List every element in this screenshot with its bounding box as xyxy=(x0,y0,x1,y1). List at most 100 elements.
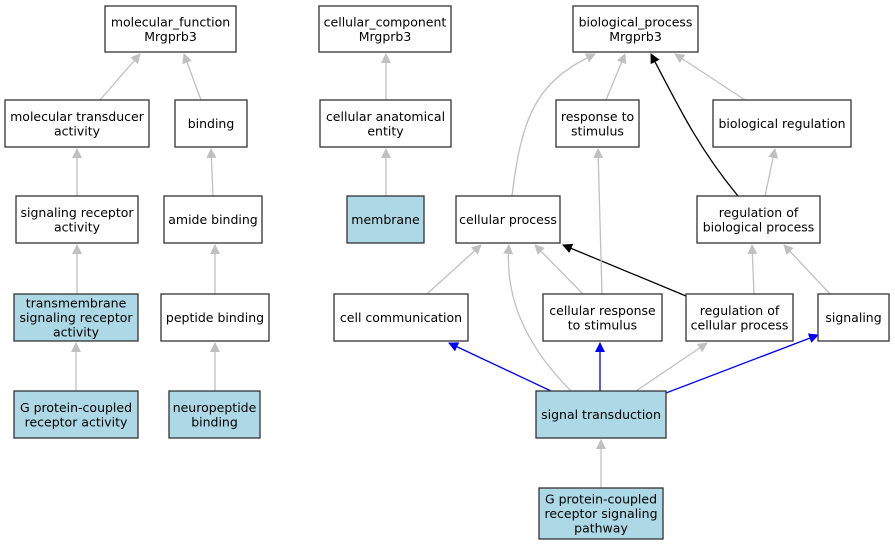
node-label-line: Mrgprb3 xyxy=(359,29,412,44)
node-box xyxy=(160,293,270,342)
node-box xyxy=(318,5,452,53)
node-box xyxy=(13,293,139,342)
edge-is-a-st-to-cp xyxy=(503,244,572,392)
node-label-line: receptor signaling xyxy=(544,506,657,521)
edge-regulates-rcp-to-cp xyxy=(562,243,687,297)
edge-arrow-icon xyxy=(562,243,687,297)
node-box xyxy=(542,293,663,342)
node-label-line: cellular process xyxy=(459,212,557,227)
node-label-line: binding xyxy=(188,116,235,131)
node-label-line: regulation of xyxy=(700,303,780,318)
edge-arrow-icon xyxy=(764,148,779,197)
edge-is-a-crts-to-rts xyxy=(593,148,604,295)
edge-is-a-st-to-rcp xyxy=(635,342,708,392)
node-box xyxy=(572,5,699,53)
node-label-line: G protein-coupled xyxy=(20,400,132,415)
edge-is-a-ccomm-to-cp xyxy=(426,244,482,295)
edge-arrow-icon xyxy=(511,53,596,197)
node-label-line: membrane xyxy=(351,212,420,227)
edge-regulates-rbp-to-bp xyxy=(650,53,739,197)
node-box xyxy=(817,293,890,342)
edge-is-a-cp-to-bp xyxy=(511,53,596,197)
node-label-line: Mrgprb3 xyxy=(144,29,197,44)
edge-arrow-icon xyxy=(593,148,604,295)
node-box xyxy=(4,99,150,148)
go-term-node-cp[interactable]: cellular process xyxy=(455,195,561,244)
node-label-line: molecular transducer xyxy=(10,109,145,124)
node-box xyxy=(163,195,263,244)
node-box xyxy=(346,195,425,244)
node-label-line: biological regulation xyxy=(718,116,845,131)
edge-is-a-crts-to-cp xyxy=(534,244,584,295)
node-label-line: biological_process xyxy=(579,14,693,29)
node-box xyxy=(685,293,794,342)
node-label-line: G protein-coupled xyxy=(545,492,657,507)
edge-is-a-rcp-to-rbp xyxy=(747,244,758,295)
go-term-node-st[interactable]: signal transduction xyxy=(535,390,667,439)
node-label-line: to stimulus xyxy=(568,317,637,332)
node-label-line: signaling xyxy=(825,310,881,325)
edge-part-of-st-to-signaling xyxy=(665,333,819,394)
node-box xyxy=(13,390,139,439)
edge-arrow-icon xyxy=(650,53,739,197)
edge-is-a-signaling-to-rbp xyxy=(783,244,831,295)
go-term-node-peptide[interactable]: peptide binding xyxy=(160,293,270,342)
go-term-node-breg[interactable]: biological regulation xyxy=(712,99,852,148)
node-box xyxy=(455,195,561,244)
node-label-line: cellular anatomical xyxy=(326,109,445,124)
edge-arrow-icon xyxy=(635,342,708,392)
edge-is-a-amide-to-binding xyxy=(206,148,217,197)
node-label-line: signaling receptor xyxy=(19,310,133,325)
edge-arrow-icon xyxy=(448,342,552,392)
edge-arrow-icon xyxy=(665,333,819,394)
node-box xyxy=(712,99,852,148)
node-box xyxy=(15,195,139,244)
edge-arrow-icon xyxy=(747,244,758,295)
node-label-line: molecular_function xyxy=(111,14,230,29)
node-label-line: peptide binding xyxy=(166,310,264,325)
go-term-node-binding[interactable]: binding xyxy=(174,99,248,148)
edge-is-a-binding-to-mf xyxy=(182,53,202,101)
node-label-line: transmembrane xyxy=(26,296,127,311)
edge-arrow-icon xyxy=(503,244,572,392)
node-label-line: response to xyxy=(561,109,634,124)
edge-arrow-icon xyxy=(206,148,217,197)
edges-layer xyxy=(71,53,831,488)
go-term-node-membrane[interactable]: membrane xyxy=(346,195,425,244)
go-term-node-ccomm[interactable]: cell communication xyxy=(333,293,469,342)
node-box xyxy=(174,99,248,148)
node-label-line: cellular response xyxy=(549,303,656,318)
edge-is-a-mta-to-mf xyxy=(99,53,141,101)
edge-is-a-breg-to-bp xyxy=(674,53,746,101)
edge-arrow-icon xyxy=(182,53,202,101)
go-term-node-signaling[interactable]: signaling xyxy=(817,293,890,342)
edge-arrow-icon xyxy=(783,244,831,295)
node-label-line: pathway xyxy=(574,521,628,536)
node-label-line: activity xyxy=(53,325,100,340)
edge-arrow-icon xyxy=(426,244,482,295)
edge-is-a-rbp-to-breg xyxy=(764,148,779,197)
go-term-node-amide[interactable]: amide binding xyxy=(163,195,263,244)
node-box xyxy=(538,487,664,540)
edge-part-of-st-to-ccomm xyxy=(448,342,552,392)
node-label-line: binding xyxy=(191,414,238,429)
node-label-line: amide binding xyxy=(168,212,258,227)
node-label-line: receptor activity xyxy=(25,414,128,429)
edge-arrow-icon xyxy=(99,53,141,101)
